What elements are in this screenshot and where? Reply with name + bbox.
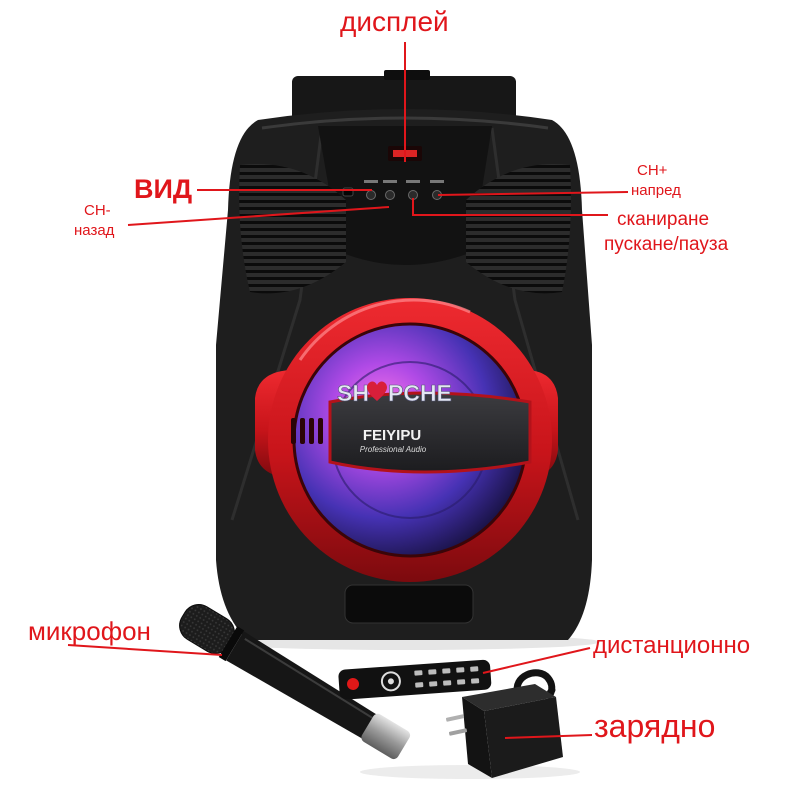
- brand-name: FEIYIPU: [363, 427, 421, 444]
- watermark-left: SH: [337, 380, 369, 406]
- label-ch-minus-sub: назад: [74, 222, 115, 239]
- microphone: [179, 604, 411, 760]
- label-ch-minus: CH-: [84, 202, 111, 219]
- label-ch-plus-sub: напред: [631, 182, 681, 199]
- remote-dpad-center: [387, 678, 394, 685]
- remote-keypad: [414, 666, 480, 688]
- pointer-lines: [67, 42, 629, 739]
- charger-top-face: [462, 684, 556, 711]
- microphone-end-cap: [361, 713, 411, 760]
- grille-left: [239, 164, 346, 294]
- charger-prong: [448, 728, 468, 736]
- label-mode: ВИД: [134, 174, 193, 204]
- label-remote: дистанционно: [593, 632, 751, 659]
- microphone-highlight: [244, 638, 373, 719]
- center-plate: [328, 391, 532, 474]
- microphone-handle: [226, 631, 380, 741]
- grille-right: [466, 164, 571, 294]
- brand-subtitle: Professional Audio: [360, 445, 427, 454]
- charger-left-face: [462, 697, 492, 778]
- speaker: FEIYIPU Professional Audio: [216, 70, 592, 640]
- accessories-shadow: [360, 765, 580, 779]
- remote-power-button: [347, 677, 360, 690]
- label-ch-plus: CH+: [637, 162, 668, 179]
- label-charger: зарядно: [594, 708, 716, 744]
- pointer-line-microphone: [67, 644, 223, 656]
- pointer-line-remote: [482, 647, 591, 674]
- label-play-pause: пускане/пауза: [604, 234, 729, 255]
- label-microphone: микрофон: [28, 616, 151, 646]
- pointer-line-ch-minus: [127, 206, 390, 226]
- vent-slits: [291, 418, 323, 444]
- vent-slit: [318, 418, 323, 444]
- handle-slot: [384, 70, 430, 80]
- remote-dpad: [380, 671, 401, 692]
- ring-highlight: [298, 298, 471, 361]
- button-caption: [364, 180, 378, 183]
- label-scan: сканиране: [617, 209, 710, 230]
- ch-minus-button: [385, 190, 395, 200]
- charger-prong: [445, 714, 465, 722]
- vent-slit: [300, 418, 305, 444]
- label-display: дисплей: [340, 6, 449, 37]
- pointer-line-charger: [504, 734, 593, 739]
- watermark-right: PCHE: [388, 380, 452, 406]
- vent-slit: [291, 418, 296, 444]
- microphone-collar: [218, 626, 245, 662]
- pointer-line-ch-plus: [437, 191, 629, 196]
- heart-icon: [367, 381, 387, 401]
- vent-slit: [309, 418, 314, 444]
- remote-control: [338, 659, 492, 700]
- button-caption: [383, 180, 397, 183]
- pointer-line-scan: [412, 198, 608, 216]
- button-caption: [430, 180, 444, 183]
- bass-port: [344, 584, 474, 624]
- watermark: SH PCHE: [337, 380, 453, 407]
- mode-button: [366, 190, 376, 200]
- button-caption: [406, 180, 420, 183]
- remote-body: [338, 659, 492, 700]
- top-panel: [318, 126, 492, 265]
